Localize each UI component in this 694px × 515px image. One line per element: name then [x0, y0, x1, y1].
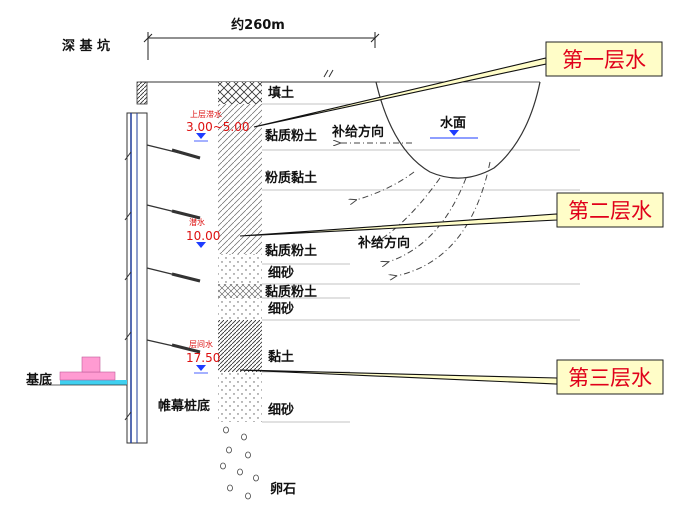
soil-label: 填土: [268, 85, 294, 101]
water-marker-icon: [196, 133, 206, 139]
soil-label: 黏质粉土: [265, 243, 317, 259]
callout-leaders: [239, 57, 558, 385]
callout-second-layer-water: 第二层水: [556, 192, 664, 228]
callout-third-layer-water: 第三层水: [556, 359, 664, 395]
recharge-flow-arrows: [340, 143, 491, 276]
width-dimension: 约260m: [143, 17, 380, 60]
water-level-3: 层间水 17.50: [186, 339, 220, 374]
water-surface-icon: [449, 130, 459, 136]
width-label: 约260m: [231, 17, 285, 33]
svg-text:上层滞水: 上层滞水: [190, 109, 222, 119]
water-level-1: 上层滞水 3.00~5.00: [186, 109, 250, 142]
curtain-bottom-label: 帷幕桩底: [158, 398, 210, 414]
svg-text:第三层水: 第三层水: [568, 366, 652, 390]
soil-label: 细砂: [268, 402, 294, 418]
foundation-footing: [30, 356, 127, 386]
water-marker-icon: [196, 365, 206, 371]
water-surface-label: 水面: [440, 115, 466, 131]
soil-label: 粉质黏土: [265, 170, 317, 186]
soil-label: 细砂: [268, 301, 294, 317]
soil-label: 黏质粉土: [265, 128, 317, 144]
soil-label: 细砂: [268, 265, 294, 281]
base-label: 基底: [25, 372, 52, 388]
recharge-direction-label: 补给方向: [357, 235, 410, 251]
pit-label: 深 基 坑: [62, 38, 110, 54]
soil-label: 黏质粉土: [265, 284, 317, 300]
soil-label: 黏土: [268, 349, 294, 365]
recharge-direction-label: 补给方向: [331, 124, 384, 140]
svg-text:17.50: 17.50: [186, 351, 220, 365]
soil-column: [218, 82, 262, 500]
water-level-2: 潜水 10.00: [186, 217, 220, 248]
anchor-rods: [146, 144, 201, 354]
soil-label: 卵石: [270, 481, 296, 497]
svg-text:10.00: 10.00: [186, 229, 220, 243]
water-marker-icon: [196, 242, 206, 248]
callout-first-layer-water: 第一层水: [545, 41, 663, 77]
retaining-wall: [124, 81, 148, 444]
svg-text:3.00~5.00: 3.00~5.00: [186, 120, 250, 134]
svg-text:第一层水: 第一层水: [562, 48, 646, 72]
svg-text:潜水: 潜水: [189, 217, 205, 227]
break-mark: [323, 69, 334, 78]
svg-text:第二层水: 第二层水: [568, 199, 652, 223]
svg-text:层间水: 层间水: [189, 339, 213, 349]
